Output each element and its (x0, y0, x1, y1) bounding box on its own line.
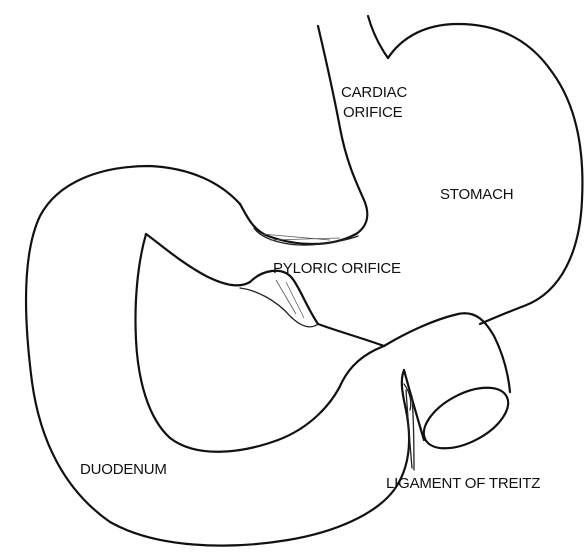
duodenum-outer-wall (26, 166, 409, 546)
pyloric-channel-inner (240, 288, 318, 327)
esophagus-right-wall (368, 16, 388, 58)
jejunum-opening (414, 375, 518, 461)
duodenal-bulb-inner (146, 234, 250, 285)
stomach-outer-wall (388, 24, 582, 324)
label-duodenum: DUODENUM (80, 461, 167, 478)
antrum-wall (318, 324, 384, 346)
label-cardiac-orifice-line2: ORIFICE (343, 104, 403, 121)
label-ligament-of-treitz: LIGAMENT OF TREITZ (386, 475, 540, 492)
pyloric-channel-top (250, 271, 318, 324)
label-stomach: STOMACH (440, 186, 513, 203)
label-pyloric-orifice: PYLORIC ORIFICE (273, 260, 401, 277)
label-cardiac-orifice-line1: CARDIAC (341, 84, 407, 101)
esophagus-left-wall (318, 26, 367, 234)
